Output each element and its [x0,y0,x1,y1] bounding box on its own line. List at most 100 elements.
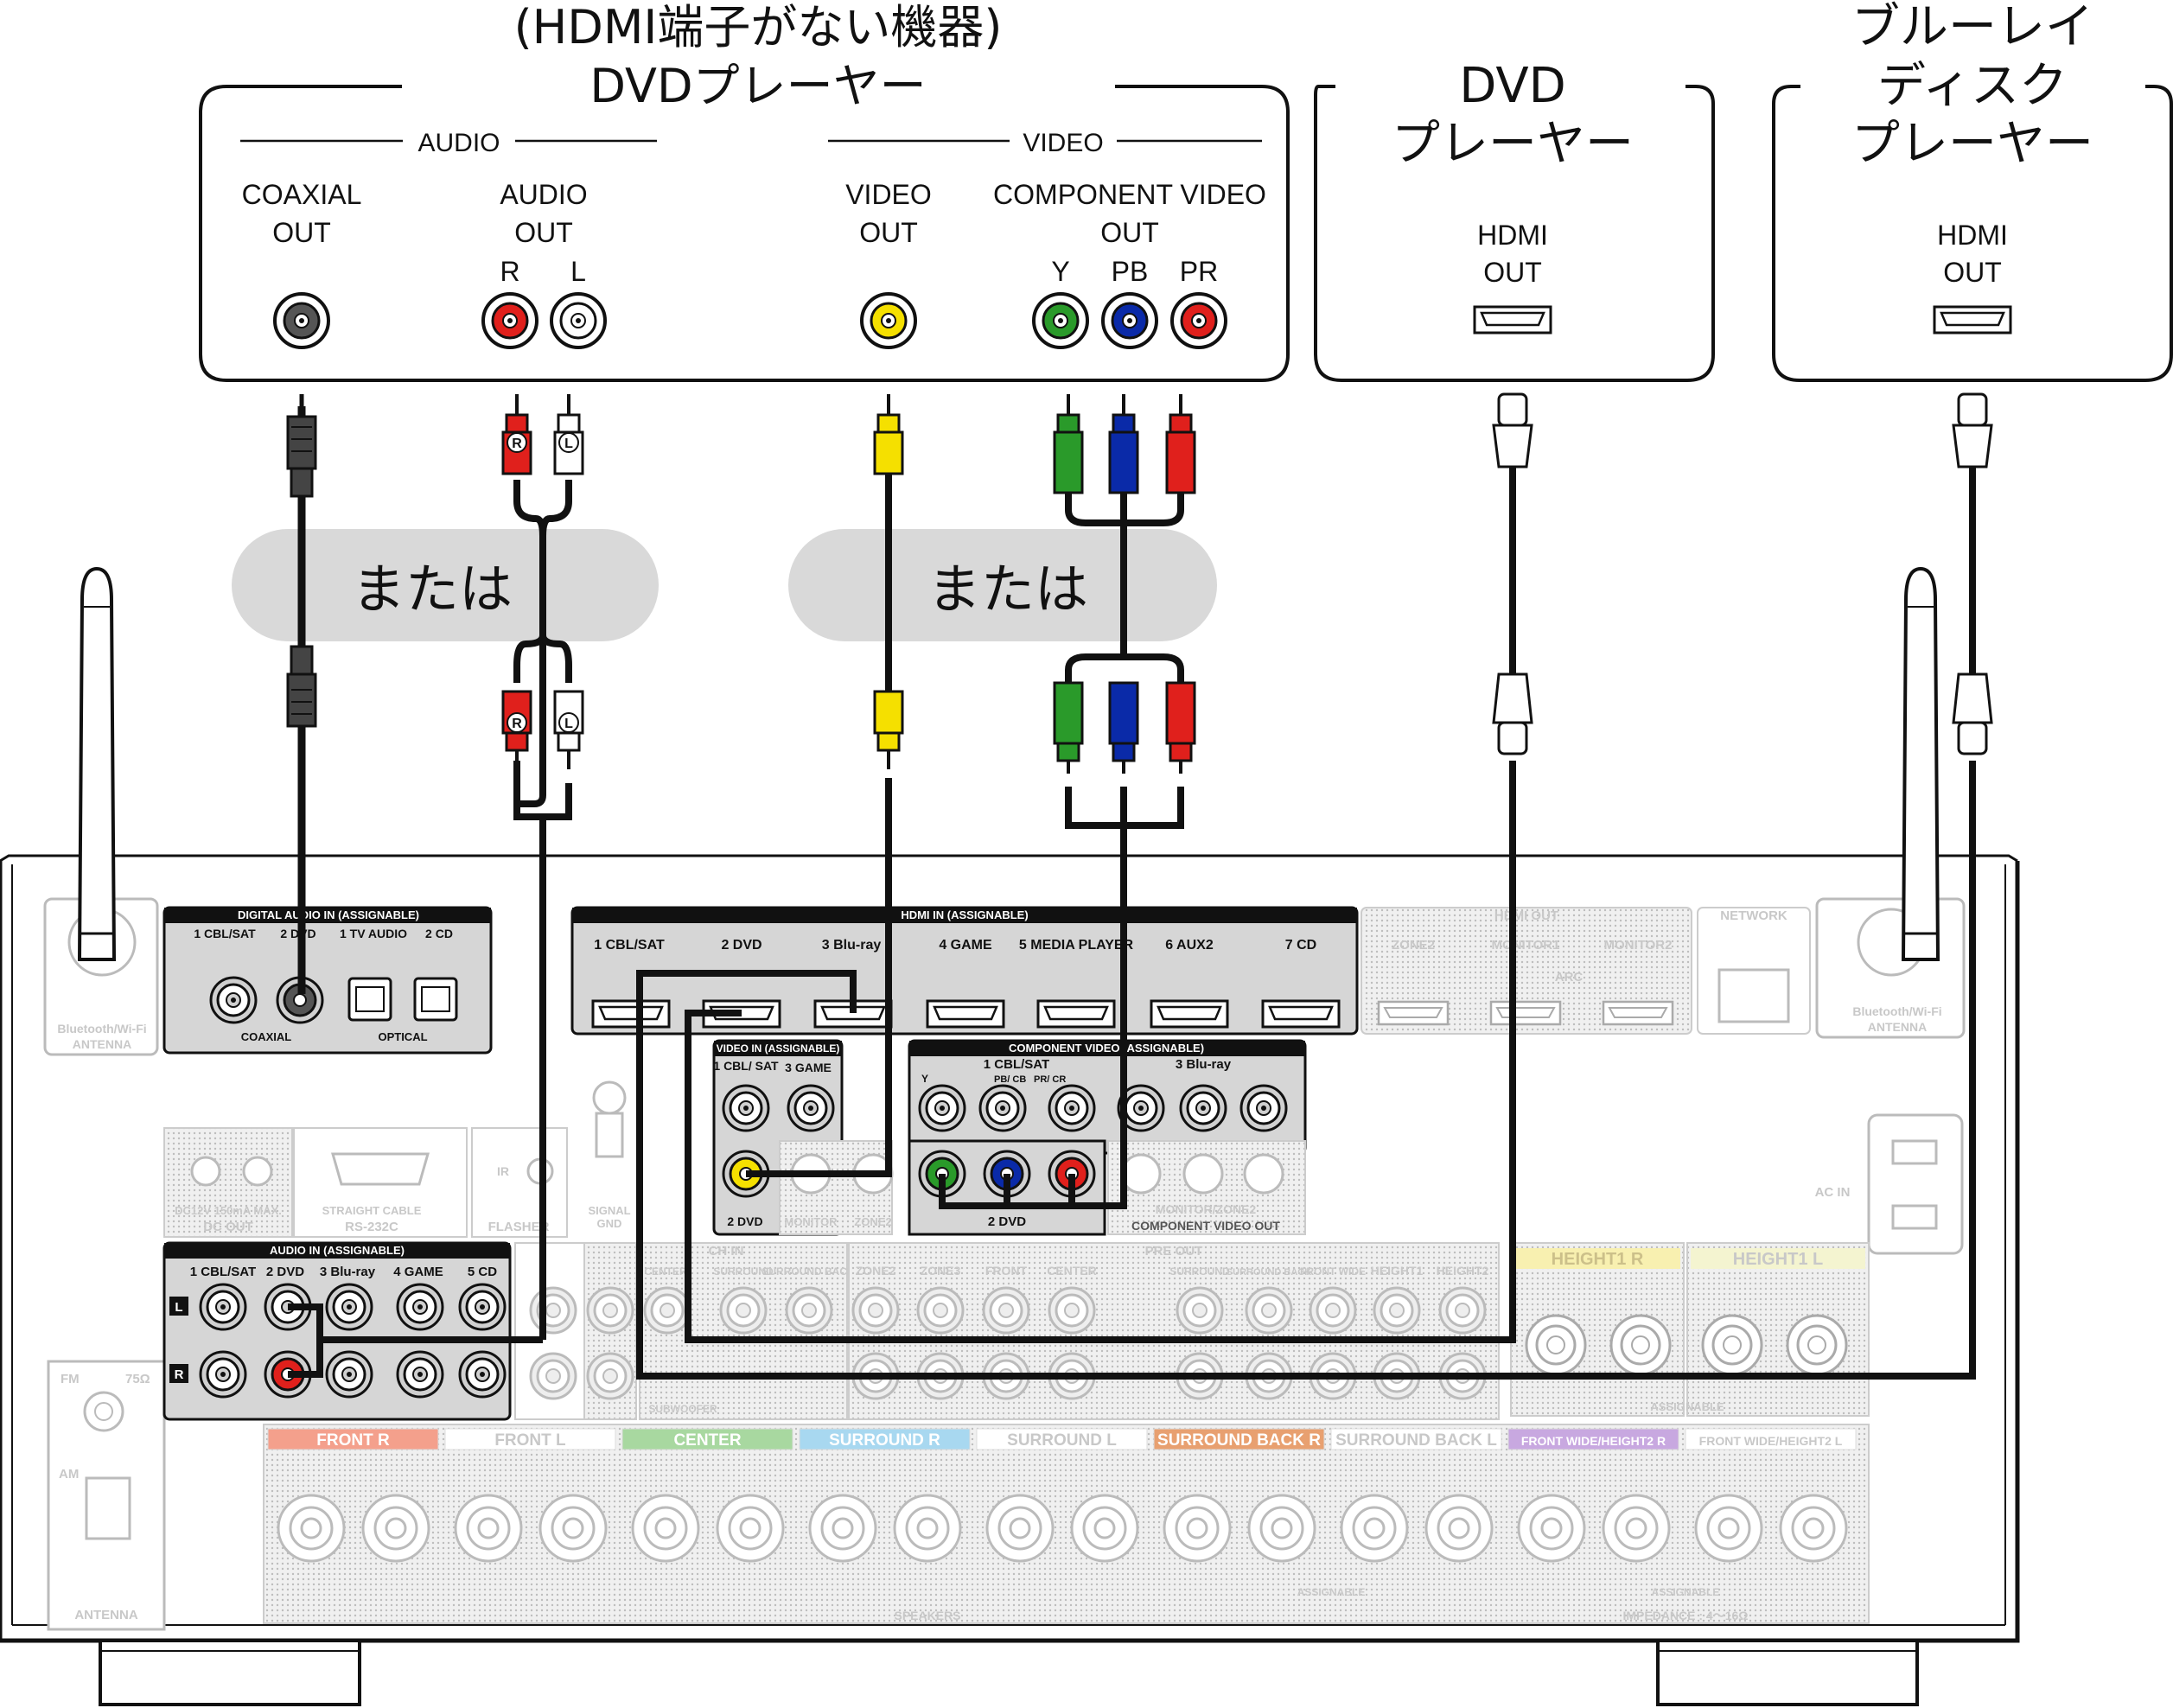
pre-out-front-wide: FRONT WIDE [1300,1265,1366,1278]
signal-label: SIGNAL [588,1204,630,1217]
monitor-zone2-label: MONITOR/ZONE2 [1156,1202,1257,1216]
hdmi-out-title: HDMI OUT [1494,908,1558,923]
video-in-label-1: 1 CBL/ SAT [713,1059,779,1073]
binding-post [1525,1314,1587,1376]
gnd-label: GND [597,1217,622,1230]
left-antenna [77,566,117,961]
bt-antenna-left-label-2: ANTENNA [73,1037,131,1051]
rx-jack [1179,1084,1227,1132]
rx-jack [1048,1084,1096,1132]
subwoofer-label: SUBWOOFER [648,1403,717,1415]
speaker-terminal [739,1517,762,1539]
audio-r-label: R [500,256,519,287]
pre-out-title: PRE OUT [1145,1244,1203,1259]
dvd-player: DVD プレーヤー HDMI OUT [1314,58,1715,382]
hdmi-in-title: HDMI IN (ASSIGNABLE) [901,908,1028,921]
component-label: COMPONENT VIDEO [993,179,1266,210]
flasher-label: FLASHER [488,1220,550,1234]
speaker-terminal [1802,1517,1825,1539]
speaker-assignable-1: ASSIGNABLE [1297,1586,1366,1598]
component-dvd-label: 2 DVD [988,1214,1026,1229]
comp-pr-label: PR [1180,256,1218,287]
pre-out-front: FRONT [985,1264,1028,1278]
component-pb-1: PB/ CB [994,1074,1026,1085]
coaxial-cable [286,394,317,994]
ch-in-surround: SURROUND [713,1265,774,1278]
coaxial-out-jack [273,292,330,349]
fm-ohm-label: 75Ω [125,1372,150,1386]
audio-in-r-row: R [175,1367,184,1382]
height-assignable-label: ASSIGNABLE [1650,1400,1724,1413]
height1-r-label: HEIGHT1 R [1552,1250,1644,1269]
analog-title-1: (HDMI端子がない機器) [514,0,1003,54]
binding-post [1609,1314,1672,1376]
rx-jack-faint [1245,1286,1293,1335]
video-label: VIDEO [845,179,932,210]
rs232c-label: RS-232C [345,1220,398,1234]
video-out-monitor: MONITOR [784,1215,838,1228]
speaker-terminal [385,1517,407,1539]
video-in-title: VIDEO IN (ASSIGNABLE) [717,1042,840,1055]
audio-l-jack [550,292,607,349]
speaker-group-label: FRONT R [316,1431,390,1450]
speaker-group-3: CENTER [621,1428,793,1563]
speaker-group-1: FRONT R [267,1428,439,1563]
ir-label: IR [497,1164,509,1178]
component-out-label: OUT [1100,217,1159,248]
hdmi-out-zone2: ZONE2 [1392,938,1435,953]
speaker-group-9: FRONT WIDE/HEIGHT2 L [1685,1428,1857,1563]
rx-jack [978,1084,1027,1132]
coaxial-in-1-jack [209,976,258,1024]
dvd-hdmi-out-port [1473,305,1552,335]
speaker-group-label: CENTER [673,1431,741,1450]
comp-pr-jack [1170,292,1227,349]
digital-input-4: 2 CD [425,927,453,940]
pre-out-height2: HEIGHT2 [1437,1264,1489,1278]
rx-jack [325,1283,373,1331]
component-group-3: 3 Blu-ray [1176,1057,1232,1072]
av-receiver-rear-panel: Bluetooth/Wi-Fi ANTENNA Bluetooth/Wi-Fi … [0,854,2020,1706]
dc-out-spec: DC12V 150mA MAX. [175,1204,282,1217]
video-in-3-jack [787,1084,835,1132]
audio-in-label-5: 5 CD [468,1265,497,1279]
hdmi-port-faint [1602,1000,1674,1026]
audio-in-title: AUDIO IN (ASSIGNABLE) [270,1244,405,1257]
ch-in-surround-back: SURROUND BACK [762,1265,855,1278]
rx-jack-faint [851,1286,900,1335]
component-group-1: 1 CBL/SAT [984,1057,1049,1072]
component-video-cable [939,394,1196,1209]
dvd-title-2: プレーヤー [1392,116,1634,172]
speaker-terminal [1009,1517,1031,1539]
hdmi-out-monitor1: MONITOR1 [1492,938,1560,953]
digital-audio-in-title: DIGITAL AUDIO IN (ASSIGNABLE) [238,908,419,921]
audio-in-label-4: 4 GAME [393,1265,443,1279]
rx-jack-faint [643,1286,691,1335]
speaker-terminal [832,1517,854,1539]
plug-r-top: R [512,437,522,451]
rx-jack [396,1350,444,1399]
bluray-port-label-2: OUT [1943,257,2002,288]
ethernet-port [1717,968,1790,1023]
hdmi-in-label-3: 3 Blu-ray [822,938,882,953]
comp-y-jack [1032,292,1089,349]
audio-in-label-3: 3 Blu-ray [320,1265,376,1279]
speaker-group-2: FRONT L [444,1428,616,1563]
speaker-group-label: SURROUND R [829,1431,940,1450]
rx-jack-faint [1309,1286,1357,1335]
component-pr-1: PR/ CR [1034,1074,1066,1085]
hdmi-out-monitor2: MONITOR2 [1604,938,1673,953]
or-label-video: または [927,558,1088,621]
analog-audio-cable: R L R L [288,394,584,1378]
antenna-label: ANTENNA [74,1608,137,1622]
rx-jack-faint [785,1286,833,1335]
hdmi-in-label-5: 5 MEDIA PLAYER [1019,938,1134,953]
rx-jack [325,1350,373,1399]
hdmi-in-4-port [926,999,1005,1029]
speaker-group-label: FRONT WIDE/HEIGHT2 R [1521,1434,1666,1448]
dvd-hdmi-cable [685,392,1533,1343]
video-out-jack [860,292,917,349]
pre-out-surround-back: SURROUND BACK [1227,1267,1311,1278]
composite-video-cable [746,394,904,1177]
dvd-port-label-2: OUT [1483,257,1542,288]
